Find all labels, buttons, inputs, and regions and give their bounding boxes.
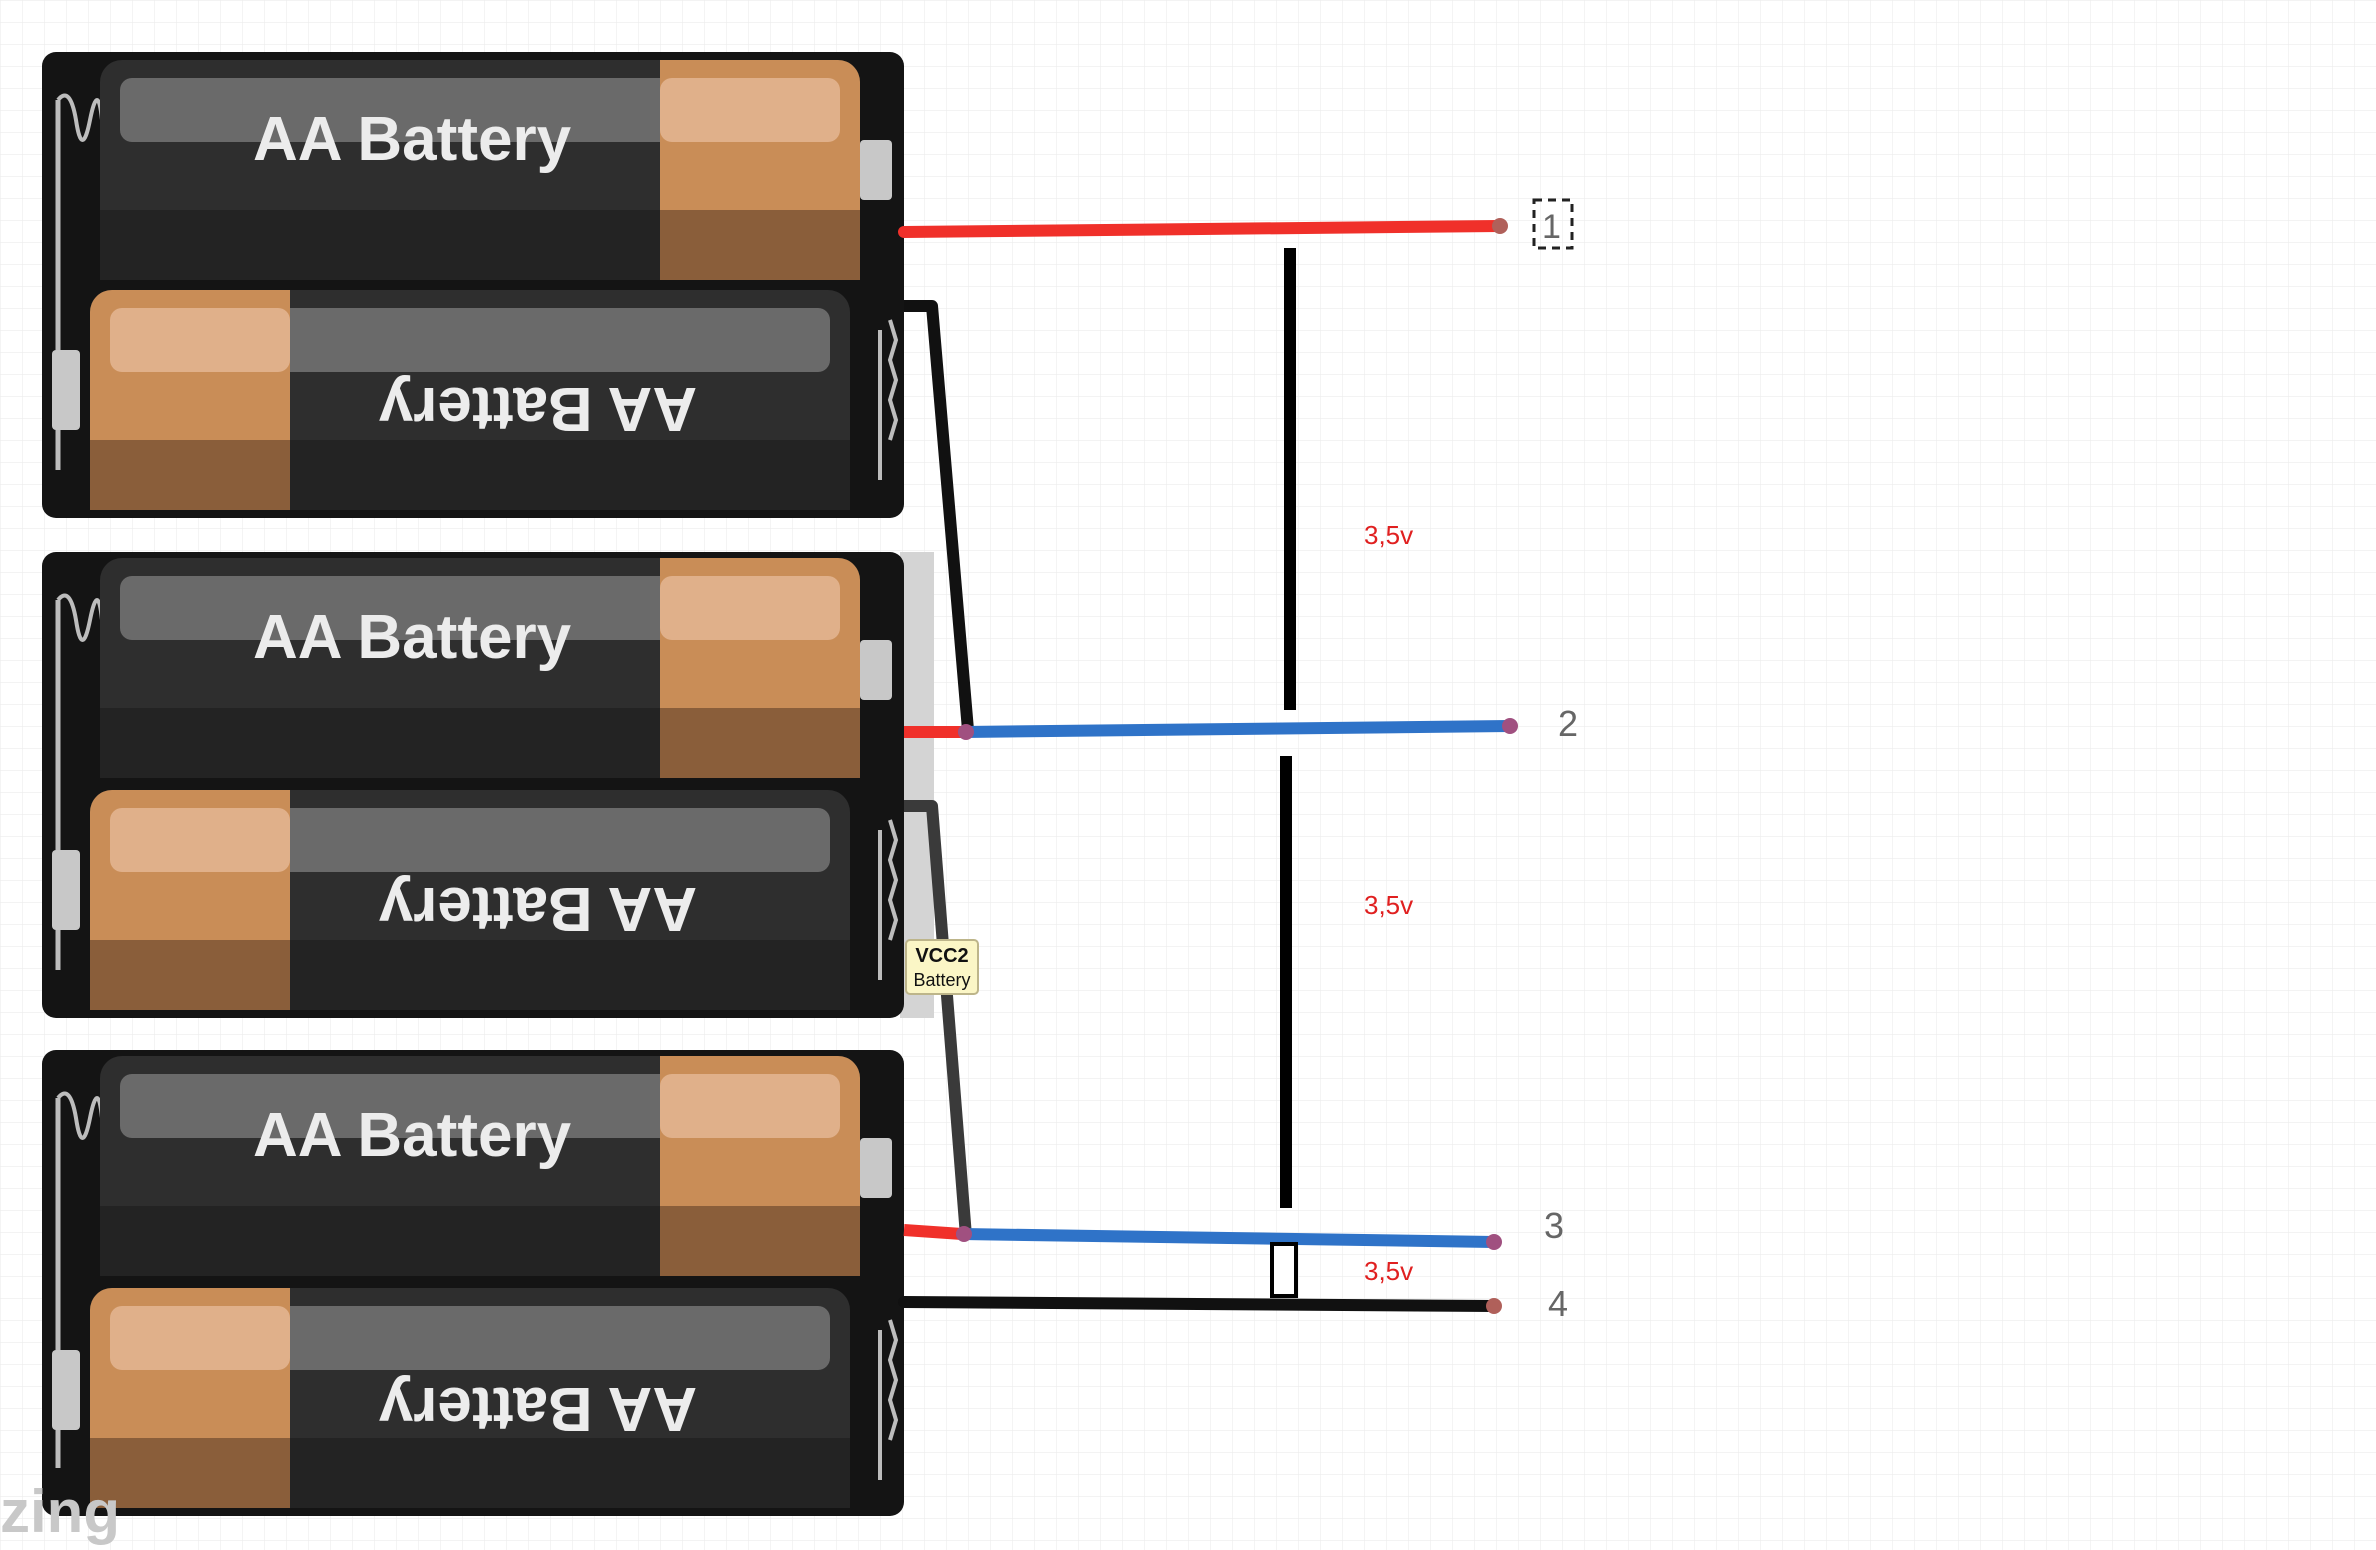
voltage-label-1: 3,5v xyxy=(1364,520,1413,550)
terminal-label-4[interactable]: 4 xyxy=(1548,1283,1568,1324)
wire-red-terminal-1[interactable] xyxy=(898,218,1508,238)
battery-label: AA Battery xyxy=(378,374,697,443)
tooltip-subtitle: Battery xyxy=(913,970,970,990)
part-tooltip: VCC2 Battery xyxy=(905,939,979,995)
battery-holder-2[interactable]: AA Battery AA Battery xyxy=(42,552,934,1018)
battery-holder-1[interactable]: AA Battery AA Battery xyxy=(42,52,904,518)
terminal-label-3[interactable]: 3 xyxy=(1544,1205,1564,1246)
terminal-label-1: 1 xyxy=(1542,208,1561,246)
voltage-divider-bar xyxy=(1270,248,1298,1298)
battery-label: AA Battery xyxy=(378,874,697,943)
selection-marker-icon xyxy=(1532,198,1574,250)
battery-label: AA Battery xyxy=(378,1374,697,1443)
tooltip-title: VCC2 xyxy=(915,945,968,967)
terminal-label-2[interactable]: 2 xyxy=(1558,703,1578,744)
wire-black-holder1-to-holder2[interactable] xyxy=(904,300,974,731)
wire-blue-terminal-3[interactable] xyxy=(956,1226,1502,1250)
wire-blue-terminal-2[interactable] xyxy=(958,718,1518,740)
wire-holder3-red-stub xyxy=(903,1224,963,1240)
battery-label: AA Battery xyxy=(253,603,572,672)
fritzing-watermark: zing xyxy=(0,1478,120,1545)
voltage-label-2: 3,5v xyxy=(1364,890,1413,920)
wire-black-holder2-to-holder3[interactable] xyxy=(904,800,972,1237)
wire-black-terminal-4[interactable] xyxy=(898,1296,1502,1314)
voltage-label-3: 3,5v xyxy=(1364,1256,1413,1286)
battery-label: AA Battery xyxy=(253,1101,572,1170)
terminal-1[interactable]: 1 xyxy=(1532,198,1574,250)
battery-holder-3[interactable]: AA Battery AA Battery xyxy=(42,1050,904,1516)
battery-label: AA Battery xyxy=(253,105,572,174)
